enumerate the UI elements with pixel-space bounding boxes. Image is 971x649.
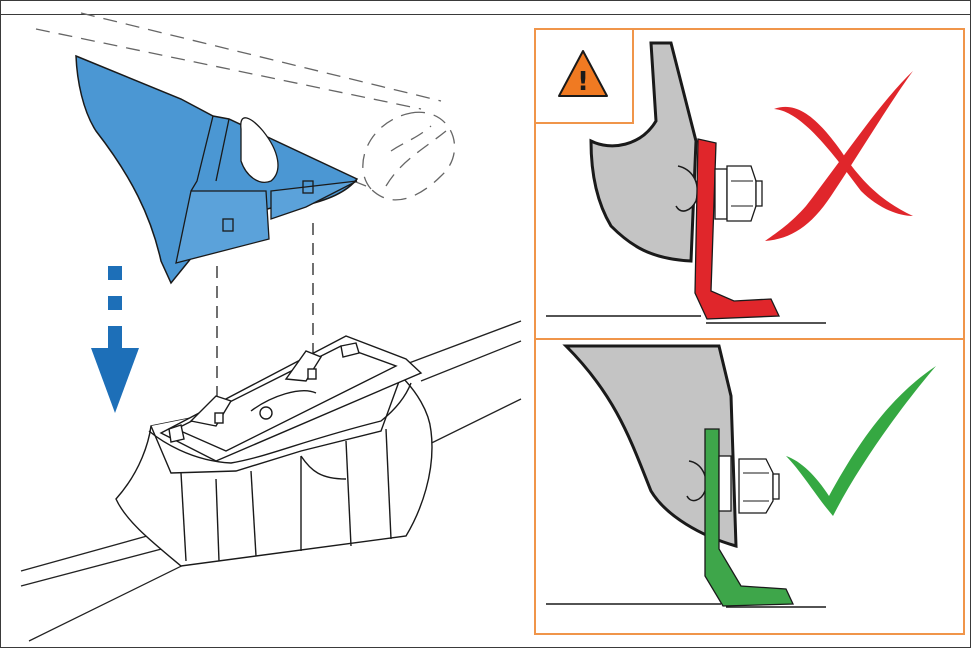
red-cross-icon [765,71,913,241]
right-slot [302,180,314,194]
top-rule [1,1,971,15]
incorrect-install-detail [546,41,826,324]
down-arrow-icon [91,266,139,413]
warning-glyph: ! [577,67,589,97]
left-slot [222,218,234,232]
green-check-icon [786,366,936,516]
warning-triangle-icon: ! [558,50,608,97]
alignment-guides [216,223,314,396]
detail-frame [534,28,965,635]
blue-foot-pad [75,54,359,285]
foot-base [115,335,433,567]
correct-install-detail [546,344,826,608]
